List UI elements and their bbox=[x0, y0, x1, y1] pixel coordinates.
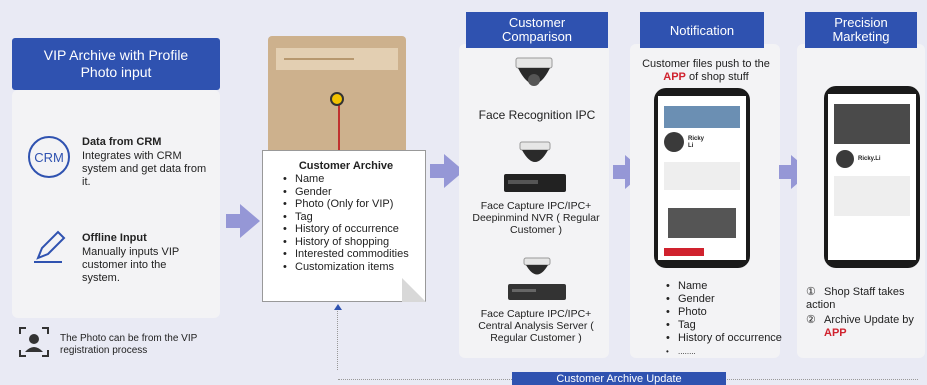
archive-card-fold bbox=[402, 278, 426, 302]
archive-string bbox=[338, 104, 340, 164]
photo-note: The Photo can be from the VIP registrati… bbox=[60, 333, 198, 356]
profile-photo-icon bbox=[18, 326, 50, 358]
notification-item: Name bbox=[666, 280, 782, 293]
server-label: Face Capture IPC/IPC+ Central Analysis S… bbox=[478, 308, 594, 344]
step-2-number: ② bbox=[806, 314, 816, 326]
nvr-label: Face Capture IPC/IPC+ Deepinmind NVR ( R… bbox=[472, 200, 600, 236]
flow-arrow-3-stem bbox=[613, 165, 625, 179]
comparison-panel bbox=[459, 44, 609, 358]
vip-archive-header: VIP Archive with Profile Photo input bbox=[12, 38, 220, 90]
vip-archive-panel bbox=[12, 90, 220, 318]
dome-camera-icon bbox=[508, 54, 560, 100]
nvr-camera-icon bbox=[502, 140, 568, 196]
notification-title: Notification bbox=[669, 22, 735, 38]
comparison-header: Customer Comparison bbox=[466, 12, 608, 48]
notification-avatar bbox=[664, 132, 684, 152]
push-text-app: APP bbox=[663, 71, 686, 83]
crm-description: Integrates with CRM system and get data … bbox=[82, 150, 207, 188]
archive-item: History of occurrence bbox=[283, 223, 417, 236]
push-text: Customer files push to the APP of shop s… bbox=[636, 58, 776, 84]
flow-arrow-1-stem bbox=[226, 214, 240, 228]
step-2-text: Archive Update by bbox=[824, 314, 914, 326]
notification-phone-detail-block bbox=[664, 162, 740, 190]
step-1-number: ① bbox=[806, 286, 816, 298]
pen-icon bbox=[28, 224, 70, 266]
marketing-phone-screen: Ricky.Li bbox=[828, 94, 916, 260]
notification-item: Tag bbox=[666, 319, 782, 332]
notification-header: Notification bbox=[640, 12, 764, 48]
step-2-app: APP bbox=[824, 327, 847, 339]
notification-phone-red-bar bbox=[664, 248, 704, 256]
archive-item: Photo (Only for VIP) bbox=[283, 198, 417, 211]
crm-icon: CRM bbox=[26, 134, 72, 180]
crm-title: Data from CRM bbox=[82, 136, 162, 148]
marketing-phone-user: Ricky.Li bbox=[858, 156, 881, 162]
archive-item: Gender bbox=[283, 186, 417, 199]
marketing-phone: Ricky.Li bbox=[824, 86, 920, 268]
marketing-avatar bbox=[836, 150, 854, 168]
offline-title: Offline Input bbox=[82, 232, 147, 244]
archive-card-title: Customer Archive bbox=[298, 160, 394, 172]
face-recognition-ipc-label: Face Recognition IPC bbox=[478, 108, 596, 122]
notification-phone-user: Ricky Li bbox=[688, 136, 705, 149]
marketing-step-2: ② Archive Update by APP bbox=[806, 314, 924, 340]
marketing-title: Precision Marketing bbox=[832, 15, 890, 44]
notification-item: History of occurrence bbox=[666, 332, 782, 345]
archive-item: History of shopping bbox=[283, 236, 417, 249]
archive-item: Interested commodities bbox=[283, 248, 417, 261]
comparison-title: Customer Comparison bbox=[501, 15, 573, 44]
notification-phone-screen: Ricky Li bbox=[658, 96, 746, 260]
archive-item: Name bbox=[283, 173, 417, 186]
archive-item: Customization items bbox=[283, 261, 417, 274]
notification-phone-photo bbox=[664, 106, 740, 128]
notification-phone-image bbox=[668, 208, 736, 238]
notification-item: Gender bbox=[666, 293, 782, 306]
svg-text:CRM: CRM bbox=[34, 150, 64, 165]
offline-description: Manually inputs VIP customer into the sy… bbox=[82, 246, 180, 284]
archive-update-pointer-head bbox=[334, 304, 342, 310]
archive-clasp bbox=[330, 92, 344, 106]
notification-item: Photo bbox=[666, 306, 782, 319]
marketing-phone-detail-block bbox=[834, 176, 910, 216]
flow-arrow-2-stem bbox=[430, 164, 444, 178]
marketing-header: Precision Marketing bbox=[805, 12, 917, 48]
archive-update-bar: Customer Archive Update bbox=[512, 372, 726, 385]
step-1-text: Shop Staff takes action bbox=[806, 286, 905, 311]
archive-item: Tag bbox=[283, 211, 417, 224]
vip-archive-title: VIP Archive with Profile Photo input bbox=[43, 47, 189, 80]
notification-phone: Ricky Li bbox=[654, 88, 750, 268]
notification-item: ........ bbox=[666, 345, 782, 358]
archive-update-pointer-line bbox=[337, 308, 338, 370]
push-text-main: Customer files push to the bbox=[642, 58, 770, 70]
server-camera-icon bbox=[506, 256, 568, 304]
notification-item-list: Name Gender Photo Tag History of occurre… bbox=[664, 280, 782, 358]
archive-envelope-line bbox=[284, 58, 354, 60]
push-text-suffix: of shop stuff bbox=[688, 71, 749, 83]
marketing-phone-photo bbox=[834, 104, 910, 144]
archive-card: Customer Archive Name Gender Photo (Only… bbox=[262, 150, 426, 302]
flow-arrow-1 bbox=[240, 204, 260, 238]
archive-item-list: Name Gender Photo (Only for VIP) Tag His… bbox=[275, 173, 417, 273]
flow-arrow-4-stem bbox=[779, 165, 791, 179]
archive-update-label: Customer Archive Update bbox=[556, 372, 682, 385]
